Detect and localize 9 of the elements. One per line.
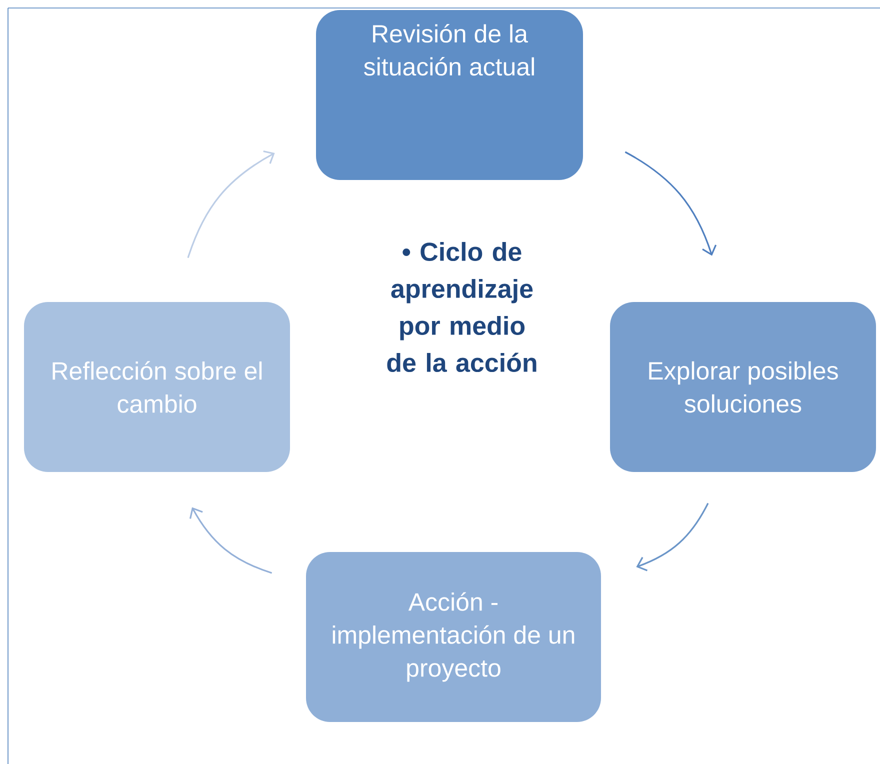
arrow [189, 507, 272, 574]
process-box: Acción - implementación de un proyecto [306, 552, 601, 722]
arrow [636, 502, 709, 572]
process-box: Revisión de la situación actual [316, 10, 583, 180]
center-heading: • Ciclo de aprendizaje por medio de la acción [387, 242, 536, 372]
process-box: Explorar posibles soluciones [610, 302, 876, 472]
arrow [624, 151, 717, 256]
arrow [187, 150, 275, 258]
process-box: Reflección sobre el cambio [24, 302, 290, 472]
